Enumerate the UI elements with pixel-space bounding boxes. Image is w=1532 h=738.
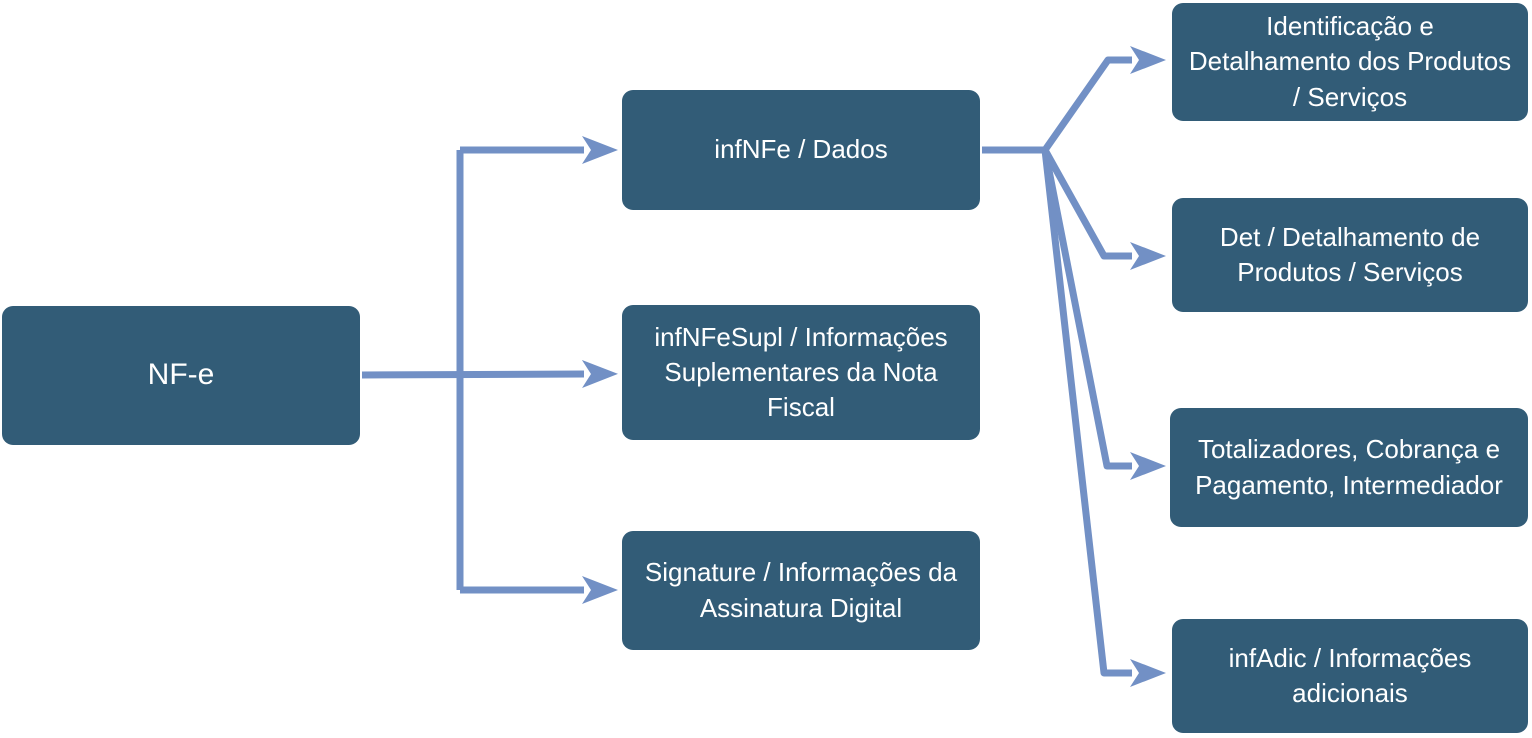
node-det: Det / Detalhamento de Produtos / Serviço… [1172,198,1528,312]
node-infnfesupl: infNFeSupl / Informações Suplementares d… [622,305,980,440]
node-infnfesupl-label: infNFeSupl / Informações Suplementares d… [654,321,948,423]
node-nfe: NF-e [2,306,360,445]
connector-infnfe-to-ide [1042,46,1166,153]
node-totalizadores: Totalizadores, Cobrança e Pagamento, Int… [1170,408,1528,527]
connector-infnfe-to-infadic [1041,149,1166,687]
node-signature-label: Signature / Informações da Assinatura Di… [644,557,958,623]
node-totalizadores-label: Totalizadores, Cobrança e Pagamento, Int… [1195,434,1503,500]
node-nfe-label: NF-e [147,358,215,392]
node-infnfe-dados-label: infNFe / Dados [714,134,888,165]
node-infadic: infAdic / Informações adicionais [1172,619,1528,733]
node-infnfe-dados: infNFe / Dados [622,90,980,210]
connector-root-to-infnfesupl [361,360,618,389]
node-infadic-label: infAdic / Informações adicionais [1228,642,1472,708]
node-signature: Signature / Informações da Assinatura Di… [622,531,980,650]
node-identificacao-label: Identificação e Detalhamento dos Produto… [1188,11,1512,112]
connector-infnfe-to-total [1041,149,1166,480]
node-identificacao: Identificação e Detalhamento dos Produto… [1172,3,1528,121]
connector-infnfe-to-det [1041,148,1166,270]
node-det-label: Det / Detalhamento de Produtos / Serviço… [1219,221,1481,287]
